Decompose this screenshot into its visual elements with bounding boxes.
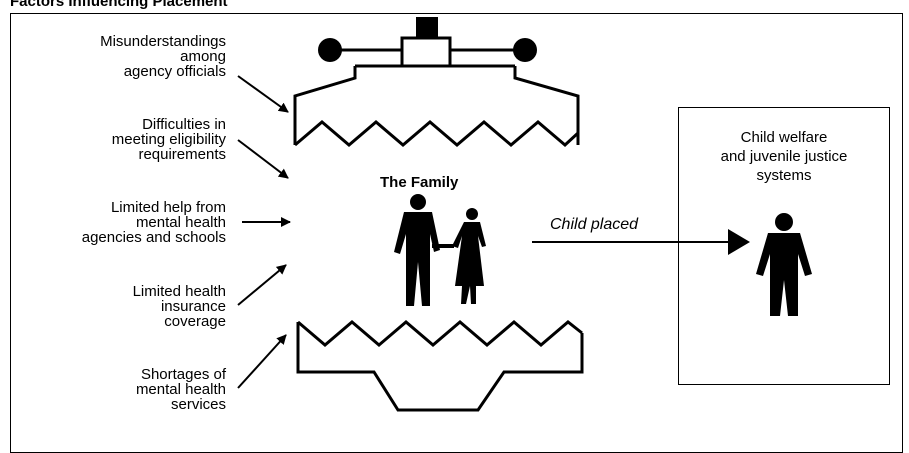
systems-box	[678, 107, 890, 385]
factor-line: Misunderstandings	[100, 33, 226, 50]
child-silhouette	[756, 213, 812, 316]
factor-shortages: Shortages of mental health services	[26, 367, 226, 412]
systems-label-line: systems	[756, 167, 812, 184]
factor-line: requirements	[138, 146, 226, 163]
diagram-artwork	[237, 17, 812, 412]
factor-line: Limited help from	[110, 199, 226, 216]
factor-arrow	[237, 264, 287, 306]
factor-line: mental health	[135, 214, 226, 231]
press-screw	[416, 17, 438, 37]
systems-label-line: Child welfare	[740, 129, 828, 146]
family-label: The Family	[380, 174, 459, 191]
factor-eligibility: Difficulties in meeting eligibility requ…	[26, 117, 226, 162]
factor-line: services	[170, 396, 226, 413]
factor-line: mental health	[135, 381, 226, 398]
factor-arrow	[237, 75, 289, 113]
factor-line: agency officials	[123, 63, 226, 80]
factor-misunderstandings: Misunderstandings among agency officials	[26, 34, 226, 79]
factor-arrow	[237, 139, 289, 179]
systems-label-line: and juvenile justice	[720, 148, 848, 165]
lower-press	[296, 320, 584, 412]
diagram-title: Factors Influencing Placement	[10, 0, 228, 10]
factor-line: agencies and schools	[81, 229, 226, 246]
upper-press	[293, 36, 580, 148]
press-knob-right	[513, 38, 537, 62]
factor-line: Limited health	[132, 283, 226, 300]
family-silhouette	[394, 194, 486, 306]
factor-line: Difficulties in	[142, 116, 226, 133]
factor-line: among	[180, 48, 226, 65]
child-placed-arrowhead	[728, 229, 750, 255]
factor-line: insurance	[160, 298, 226, 315]
factor-line: coverage	[164, 313, 226, 330]
factor-insurance: Limited health insurance coverage	[26, 284, 226, 329]
factor-line: Shortages of	[140, 366, 226, 383]
factor-line: meeting eligibility	[111, 131, 226, 148]
press-knob-left	[318, 38, 342, 62]
systems-label: Child welfare and juvenile justice syste…	[683, 128, 885, 185]
child-placed-label: Child placed	[550, 216, 639, 233]
factor-limited-help: Limited help from mental health agencies…	[26, 200, 226, 245]
factor-arrow	[237, 334, 287, 389]
